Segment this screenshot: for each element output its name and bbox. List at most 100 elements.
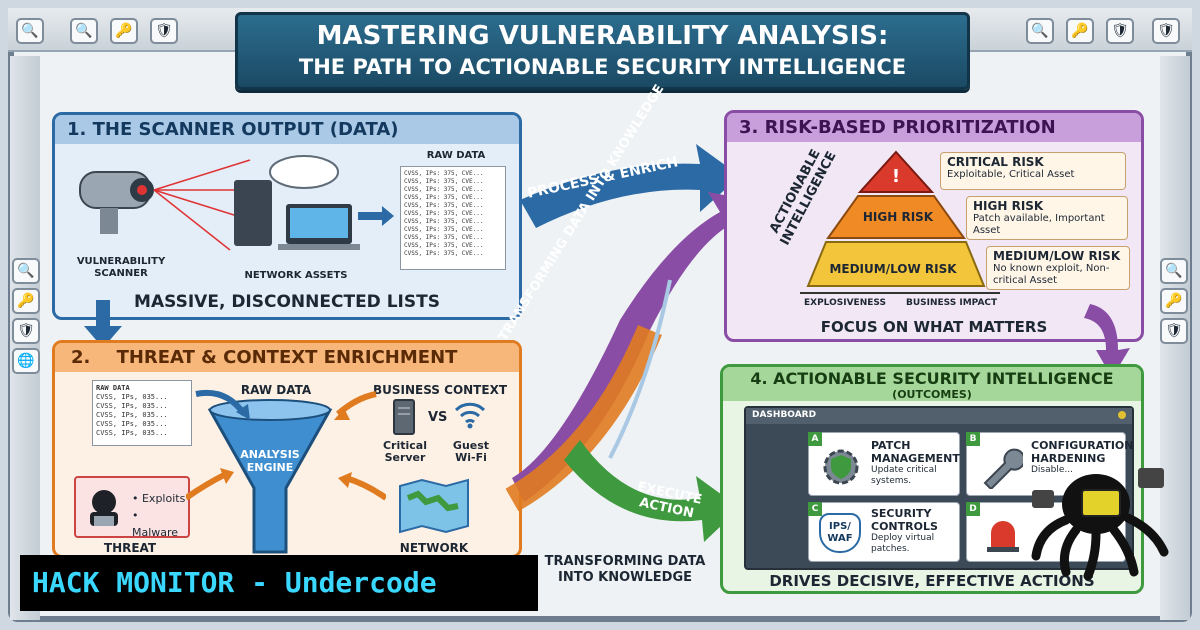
key-icon: 🔑: [12, 288, 40, 314]
raw-line: CVSS, IPs, 035...: [96, 420, 168, 428]
shield-icon: 🛡: [150, 18, 178, 44]
raw-line: CVSS, IPs, 035...: [96, 402, 168, 410]
raw-data-title: RAW DATA: [96, 384, 130, 392]
medium-risk-tier-label: MEDIUM/LOW RISK: [829, 262, 957, 276]
raw-line: CVSS, IPs: 375, CVE...: [404, 234, 484, 241]
card-desc: Disable...: [1031, 465, 1073, 475]
magnifier-icon: 🔍: [1026, 18, 1054, 44]
title-line-2: THE PATH TO ACTIONABLE SECURITY INTELLIG…: [298, 55, 907, 79]
ips-waf-badge: IPS/ WAF: [819, 513, 861, 553]
down-arrow-icon: [84, 300, 122, 348]
raw-line: CVSS, IPs, 035...: [96, 429, 168, 437]
assets-label: NETWORK ASSETS: [244, 270, 348, 281]
magnifier-icon: 🔍: [1160, 258, 1188, 284]
svg-text:!: !: [892, 166, 900, 187]
card-letter: D: [966, 502, 980, 516]
x-axis-right: BUSINESS IMPACT: [906, 298, 998, 308]
panel-title: 4. ACTIONABLE SECURITY INTELLIGENCE: [750, 369, 1114, 388]
raw-line: CVSS, IPs: 375, CVE...: [404, 194, 484, 201]
octopus-hacker-logo: [1031, 468, 1169, 580]
shield-icon: 🛡: [1160, 318, 1188, 344]
down-arrow-icon: [1084, 304, 1130, 378]
green-shield-icon: 🛡: [1152, 18, 1180, 44]
raw-line: CVSS, IPs: 375, CVE...: [404, 178, 484, 185]
risk-desc: Patch available, Important Asset: [973, 213, 1105, 236]
network-label: NETWORK: [399, 541, 469, 555]
gear-shield-icon: [823, 449, 859, 485]
raw-data-label: RAW DATA: [426, 150, 486, 161]
title-banner: MASTERING VULNERABILITY ANALYSIS: THE PA…: [235, 12, 970, 90]
siren-icon: [987, 521, 1019, 552]
title-line-1: MASTERING VULNERABILITY ANALYSIS:: [316, 21, 889, 51]
raw-line: CVSS, IPs: 375, CVE...: [404, 226, 484, 233]
card-letter: C: [808, 502, 822, 516]
high-risk-tier-label: HIGH RISK: [862, 210, 934, 224]
raw-line: CVSS, IPs, 035...: [96, 411, 168, 419]
shield-icon: 🛡: [1106, 18, 1134, 44]
raw-data-list: CVSS, IPs: 375, CVE... CVSS, IPs: 375, C…: [400, 166, 506, 270]
scanner-illustration: [79, 159, 251, 251]
card-letter: A: [808, 432, 822, 446]
panel-number: 2.: [71, 347, 91, 368]
raw-line: CVSS, IPs: 375, CVE...: [404, 242, 484, 249]
card-title: PATCH MANAGEMENT: [871, 439, 960, 465]
panel-header: 3. RISK-BASED PRIORITIZATION: [727, 113, 1141, 142]
raw-line: CVSS, IPs: 375, CVE...: [404, 218, 484, 225]
network-assets-illustration: [234, 155, 360, 250]
hack-monitor-banner: HACK MONITOR - Undercode: [20, 555, 538, 611]
wifi-icon: [454, 402, 486, 429]
wrench-icon: [983, 448, 1023, 489]
server-icon: [393, 399, 415, 435]
shield-icon: 🛡: [12, 318, 40, 344]
globe-icon: 🌐: [12, 348, 40, 374]
raw-line: CVSS, IPs: 375, CVE...: [404, 202, 484, 209]
raw-line: CVSS, IPs: 375, CVE...: [404, 186, 484, 193]
panel-header: 4. ACTIONABLE SECURITY INTELLIGENCE(OUTC…: [723, 367, 1141, 401]
axis-line: [800, 292, 1000, 294]
raw-line: CVSS, IPs: 375, CVE...: [404, 250, 484, 257]
risk-title: HIGH RISK: [973, 199, 1044, 213]
arrow-icon: [358, 206, 394, 226]
card-title: SECURITY CONTROLS: [871, 507, 938, 533]
risk-caption: FOCUS ON WHAT MATTERS: [820, 318, 1048, 336]
magnifier-icon: 🔍: [12, 258, 40, 284]
threat-list: • Exploits • Malware: [132, 490, 188, 541]
process-arrows: [505, 144, 750, 542]
x-axis-left: EXPLOSIVENESS: [804, 298, 886, 308]
raw-line: CVSS, IPs, 035...: [96, 393, 168, 401]
raw-line: CVSS, IPs: 375, CVE...: [404, 170, 484, 177]
dashboard-titlebar: DASHBOARD: [746, 408, 1132, 424]
key-icon: 🔑: [1066, 18, 1094, 44]
critical-server-label: Critical Server: [382, 439, 427, 464]
card-desc: Update critical systems.: [871, 465, 937, 486]
bottom-transform-label: TRANSFORMING DATA INTO KNOWLEDGE: [544, 554, 706, 585]
map-icon: [399, 478, 469, 534]
key-icon: 🔑: [110, 18, 138, 44]
scanner-caption: MASSIVE, DISCONNECTED LISTS: [134, 292, 440, 312]
window-dot: [1118, 411, 1126, 419]
guest-wifi-label: Guest Wi-Fi: [452, 439, 490, 464]
card-desc: Deploy virtual patches.: [871, 533, 935, 554]
flow-arrows: [186, 390, 386, 501]
card-letter: B: [966, 432, 980, 446]
panel-subtitle: (OUTCOMES): [892, 388, 972, 401]
raw-data-label: RAW DATA: [240, 383, 312, 397]
business-context-label: BUSINESS CONTEXT: [372, 383, 508, 397]
risk-title: CRITICAL RISK: [947, 155, 1044, 169]
threat-label: THREAT: [103, 541, 157, 555]
risk-pyramid: !: [806, 150, 986, 287]
card-title: CONFIGURATION HARDENING: [1031, 439, 1134, 465]
threat-box: • Exploits • Malware: [74, 476, 190, 541]
magnifier-icon: 🔍: [70, 18, 98, 44]
vs-label: VS: [428, 410, 448, 425]
threat-item: • Exploits: [132, 492, 186, 505]
panel-title: THREAT & CONTEXT ENRICHMENT: [116, 347, 458, 368]
